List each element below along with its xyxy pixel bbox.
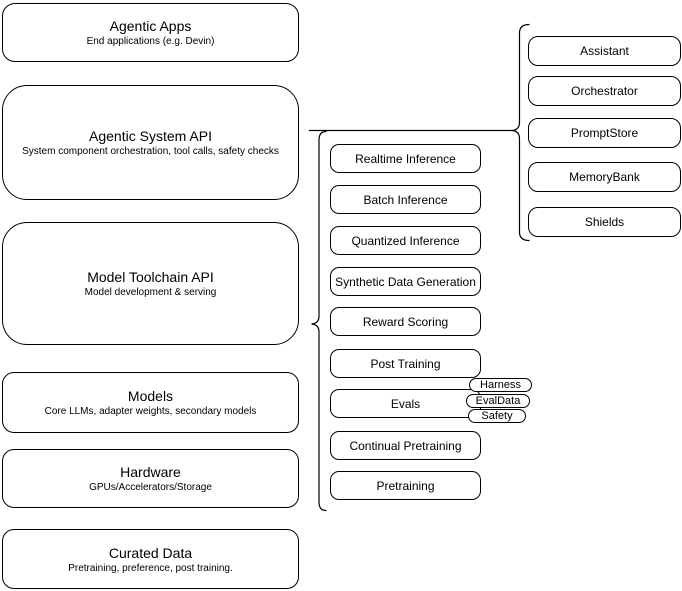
component-label: Assistant [580,44,629,58]
layer-title: Agentic Apps [109,18,192,34]
component-label: Realtime Inference [355,151,456,166]
layer-agentic-apps[interactable]: Agentic Apps End applications (e.g. Devi… [2,3,299,62]
toolchain-group-brace[interactable] [311,130,327,512]
component-label: Quantized Inference [351,233,460,248]
component-label: Synthetic Data Generation [335,274,476,289]
layer-title: Curated Data [108,544,193,561]
layer-curated-data[interactable]: Curated Data Pretraining, preference, po… [2,529,299,589]
eval-tag-label: Safety [481,410,513,422]
system-group-brace[interactable] [511,23,530,242]
component-label: Pretraining [376,478,435,493]
component-memorybank[interactable]: MemoryBank [528,162,681,192]
component-reward-scoring[interactable]: Reward Scoring [330,307,481,336]
layer-title: Hardware [120,464,181,480]
component-quantized-inference[interactable]: Quantized Inference [330,226,481,255]
layer-title: Agentic System API [89,128,212,144]
component-label: Orchestrator [571,84,638,98]
component-label: Batch Inference [363,192,448,207]
component-label: Post Training [370,356,441,371]
component-shields[interactable]: Shields [528,207,681,237]
eval-tag-evaldata[interactable]: EvalData [466,394,530,408]
eval-tag-label: EvalData [475,395,521,407]
eval-tag-label: Harness [480,379,521,391]
layer-model-toolchain-api[interactable]: Model Toolchain API Model development & … [2,222,299,345]
component-batch-inference[interactable]: Batch Inference [330,185,481,214]
component-label: Shields [584,215,625,229]
layer-subtitle: Model development & serving [84,287,217,298]
layer-models[interactable]: Models Core LLMs, adapter weights, secon… [2,372,299,433]
component-label: Reward Scoring [362,314,449,329]
layer-agentic-system-api[interactable]: Agentic System API System component orch… [2,85,299,200]
component-label: MemoryBank [569,170,640,184]
component-pretraining[interactable]: Pretraining [330,471,481,500]
eval-tag-safety[interactable]: Safety [468,409,526,423]
eval-tag-harness[interactable]: Harness [469,378,532,392]
component-continual-pretraining[interactable]: Continual Pretraining [330,431,481,460]
component-synthetic-data-generation[interactable]: Synthetic Data Generation [330,267,481,296]
component-orchestrator[interactable]: Orchestrator [528,76,681,106]
component-label: Continual Pretraining [349,438,462,453]
layer-subtitle: System component orchestration, tool cal… [22,146,279,157]
component-realtime-inference[interactable]: Realtime Inference [330,144,481,173]
component-label: Evals [390,396,421,411]
component-label: PromptStore [570,126,639,140]
layer-subtitle: Pretraining, preference, post training. [68,562,233,574]
layer-subtitle: GPUs/Accelerators/Storage [89,482,212,493]
component-post-training[interactable]: Post Training [330,349,481,378]
layer-title: Models [127,388,174,404]
component-promptstore[interactable]: PromptStore [528,118,681,148]
component-assistant[interactable]: Assistant [528,36,681,66]
layer-subtitle: Core LLMs, adapter weights, secondary mo… [44,406,257,417]
component-evals[interactable]: Evals [330,389,481,418]
layer-subtitle: End applications (e.g. Devin) [86,36,215,47]
layer-title: Model Toolchain API [87,269,214,285]
layer-hardware[interactable]: Hardware GPUs/Accelerators/Storage [2,449,299,508]
